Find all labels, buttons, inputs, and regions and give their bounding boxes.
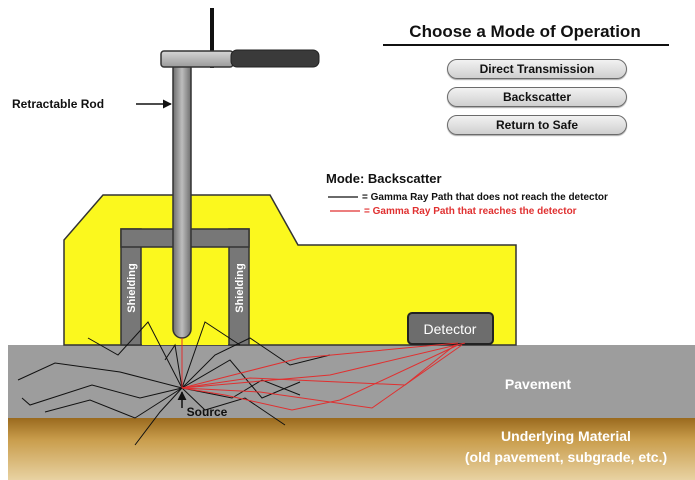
guide-rod <box>210 8 214 68</box>
legend-detected-text: = Gamma Ray Path that reaches the detect… <box>364 206 577 217</box>
lost-ray <box>181 387 286 426</box>
underlying-material-layer <box>8 418 695 480</box>
return-to-safe-button[interactable]: Return to Safe <box>447 115 627 135</box>
underlying-material-sublabel: (old pavement, subgrade, etc.) <box>465 449 667 465</box>
handle-bar <box>160 50 234 68</box>
detected-ray <box>181 342 459 389</box>
handle-grip <box>230 49 320 68</box>
detector-label: Detector <box>424 321 477 337</box>
retractable-rod-label: Retractable Rod <box>12 97 104 111</box>
shielding-right-label: Shielding <box>234 263 246 313</box>
pavement-layer <box>8 345 695 418</box>
source-label: Source <box>187 405 228 419</box>
lost-ray <box>134 387 183 446</box>
legend-lost-text: = Gamma Ray Path that does not reach the… <box>362 192 608 203</box>
detected-ray <box>181 342 466 389</box>
lost-ray <box>87 321 183 389</box>
lost-ray <box>181 379 301 399</box>
lost-ray <box>17 362 183 389</box>
pavement-label: Pavement <box>505 376 571 392</box>
lost-ray <box>21 384 183 406</box>
gamma-ray-paths-lost <box>17 321 331 446</box>
direct-transmission-button[interactable]: Direct Transmission <box>447 59 627 79</box>
shielding-left-label: Shielding <box>126 263 138 313</box>
detected-ray <box>181 344 463 409</box>
detected-ray <box>181 344 456 389</box>
gamma-ray-paths-detected <box>181 338 466 411</box>
mode-header: Choose a Mode of Operation <box>409 22 641 41</box>
lost-ray <box>181 321 241 389</box>
backscatter-button[interactable]: Backscatter <box>447 87 627 107</box>
detected-ray <box>181 344 459 411</box>
mode-status-label: Mode: Backscatter <box>326 171 442 186</box>
retractable-rod <box>172 57 192 339</box>
lost-ray <box>164 343 183 389</box>
mode-header-underline <box>383 44 669 46</box>
lost-ray <box>44 387 183 419</box>
underlying-material-label: Underlying Material <box>501 428 631 444</box>
lost-ray <box>181 337 331 389</box>
